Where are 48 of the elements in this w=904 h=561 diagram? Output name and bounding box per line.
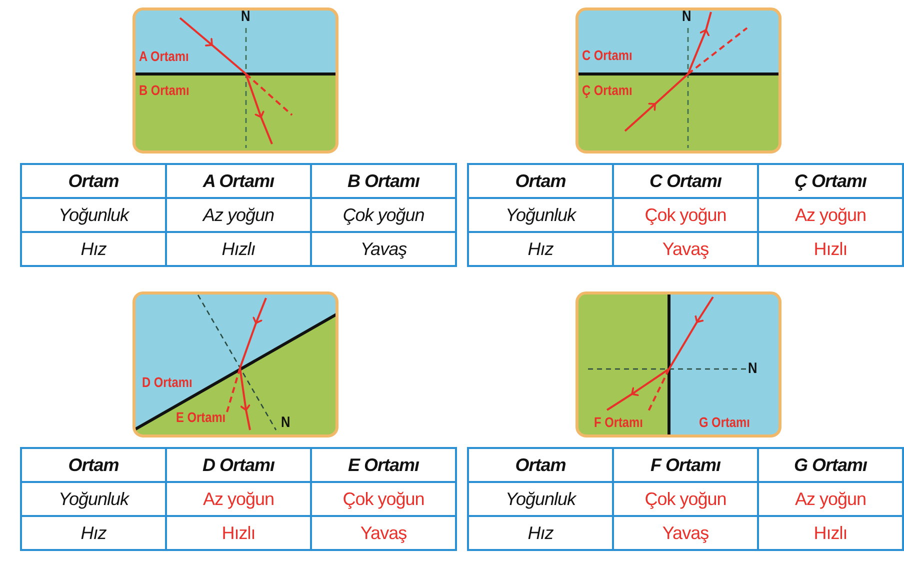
table-cell: Hızlı: [758, 232, 903, 266]
header-cell: E Ortamı: [311, 448, 456, 482]
header-cell: Ortam: [21, 164, 166, 198]
header-cell: D Ortamı: [166, 448, 311, 482]
table-cell: Yavaş: [613, 516, 758, 550]
medium-label: A Ortamı: [139, 48, 189, 64]
header-cell: Ç Ortamı: [758, 164, 903, 198]
table-cell: Hız: [468, 516, 613, 550]
medium-label: F Ortamı: [594, 414, 643, 430]
table-cell: Çok yoğun: [311, 482, 456, 516]
table-cell: Yoğunluk: [468, 198, 613, 232]
medium-label: B Ortamı: [139, 82, 190, 98]
medium-label: G Ortamı: [699, 414, 750, 430]
table-cell: Yavaş: [311, 232, 456, 266]
medium-label: D Ortamı: [142, 374, 192, 390]
table-cell: Hız: [468, 232, 613, 266]
table-cell: Az yoğun: [166, 482, 311, 516]
normal-label: N: [748, 361, 758, 377]
table-cell: Az yoğun: [758, 482, 903, 516]
medium-label: Ç Ortamı: [582, 82, 632, 98]
table-cell: Çok yoğun: [311, 198, 456, 232]
header-cell: B Ortamı: [311, 164, 456, 198]
table-cell: Hızlı: [166, 232, 311, 266]
header-cell: G Ortamı: [758, 448, 903, 482]
medium-label: C Ortamı: [582, 47, 632, 63]
header-cell: A Ortamı: [166, 164, 311, 198]
header-cell: Ortam: [468, 448, 613, 482]
table-cell: Hızlı: [166, 516, 311, 550]
table-cell: Az yoğun: [758, 198, 903, 232]
normal-label: N: [682, 9, 692, 25]
header-cell: Ortam: [468, 164, 613, 198]
table-cell: Çok yoğun: [613, 198, 758, 232]
normal-label: N: [281, 415, 290, 431]
medium-label: E Ortamı: [176, 409, 226, 425]
table-cell: Yoğunluk: [468, 482, 613, 516]
header-cell: C Ortamı: [613, 164, 758, 198]
table-cell: Az yoğun: [166, 198, 311, 232]
header-cell: Ortam: [21, 448, 166, 482]
table-cell: Yoğunluk: [21, 198, 166, 232]
table-cell: Çok yoğun: [613, 482, 758, 516]
table-cell: Hız: [21, 232, 166, 266]
table-cell: Yoğunluk: [21, 482, 166, 516]
header-cell: F Ortamı: [613, 448, 758, 482]
normal-label: N: [241, 9, 250, 25]
table-cell: Hızlı: [758, 516, 903, 550]
table-cell: Yavaş: [311, 516, 456, 550]
table-cell: Yavaş: [613, 232, 758, 266]
table-cell: Hız: [21, 516, 166, 550]
